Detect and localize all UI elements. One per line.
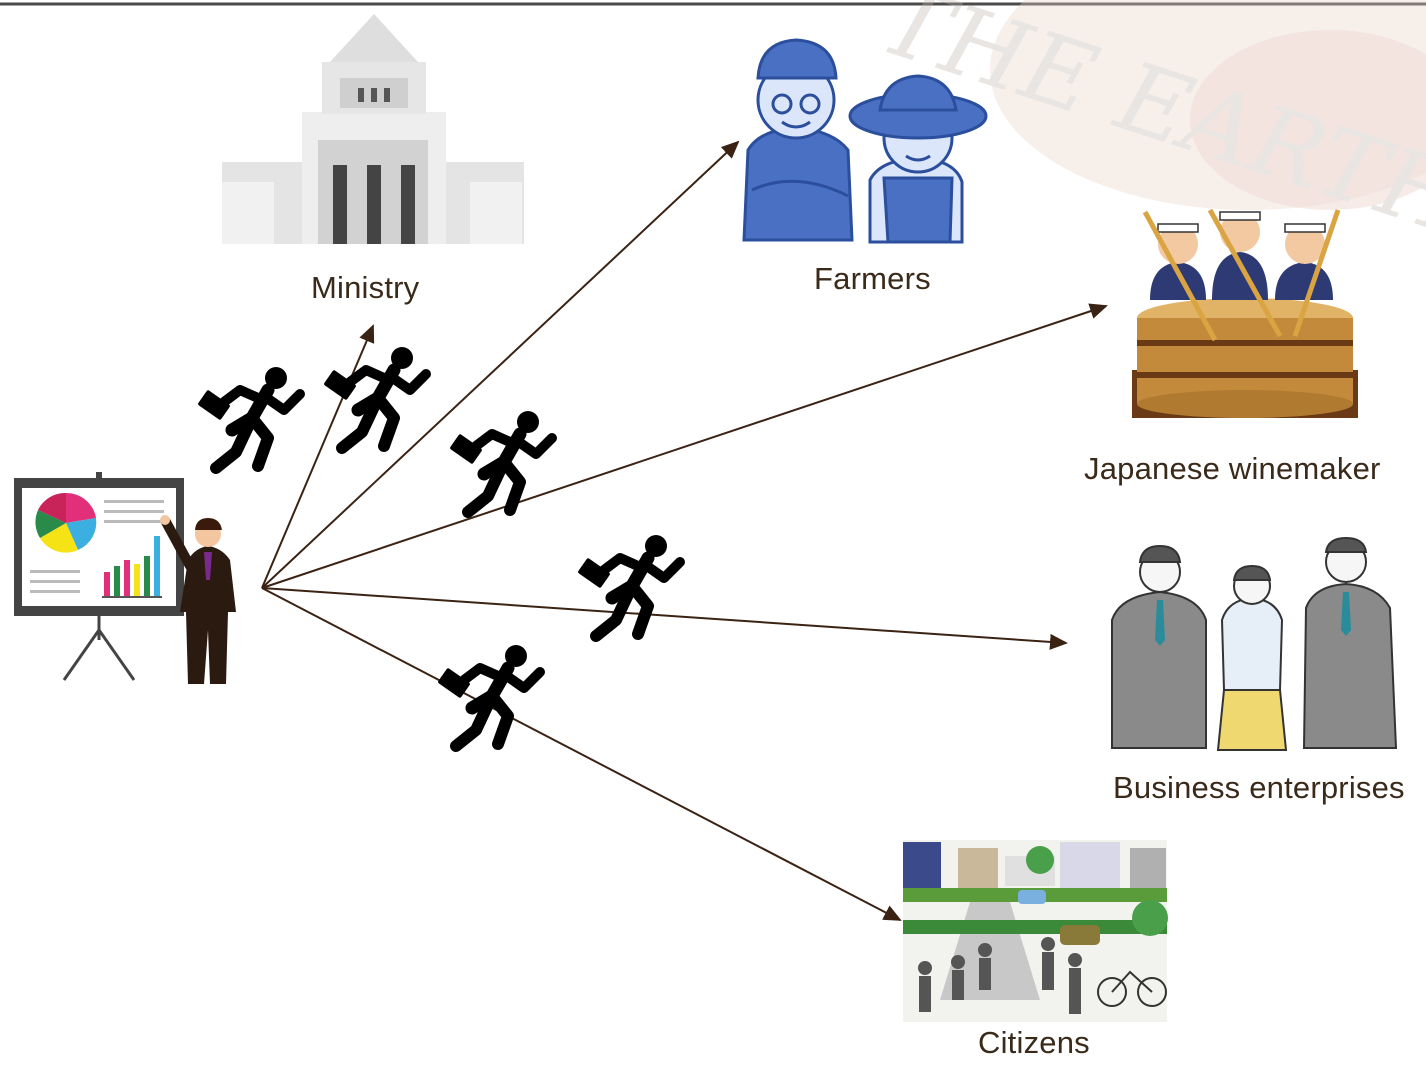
business-people-icon xyxy=(1111,536,1398,751)
citizens-scene-icon xyxy=(903,840,1168,1022)
arrow-to-winemaker xyxy=(261,303,1108,589)
arrow-to-farmers xyxy=(261,140,740,589)
label-business-enterprises: Business enterprises xyxy=(1113,770,1405,805)
arrow-to-citizens xyxy=(261,587,902,921)
ministry-building-icon xyxy=(222,14,524,244)
farmers-icon xyxy=(742,38,988,244)
label-farmers: Farmers xyxy=(814,261,931,296)
connection-arrows xyxy=(261,140,1108,921)
runner-icon-2 xyxy=(323,347,426,448)
label-citizens: Citizens xyxy=(978,1025,1090,1060)
runner-icon-5 xyxy=(437,645,540,746)
runner-icon-1 xyxy=(197,367,300,468)
arrow-to-business xyxy=(261,587,1068,650)
arrow-to-ministry xyxy=(261,324,375,589)
label-ministry: Ministry xyxy=(311,270,420,305)
presenter-icon xyxy=(14,472,236,684)
label-japanese-winemaker: Japanese winemaker xyxy=(1084,451,1381,486)
winemaker-icon xyxy=(1132,208,1358,418)
runner-icon-4 xyxy=(577,535,680,636)
runner-icons xyxy=(197,347,680,746)
